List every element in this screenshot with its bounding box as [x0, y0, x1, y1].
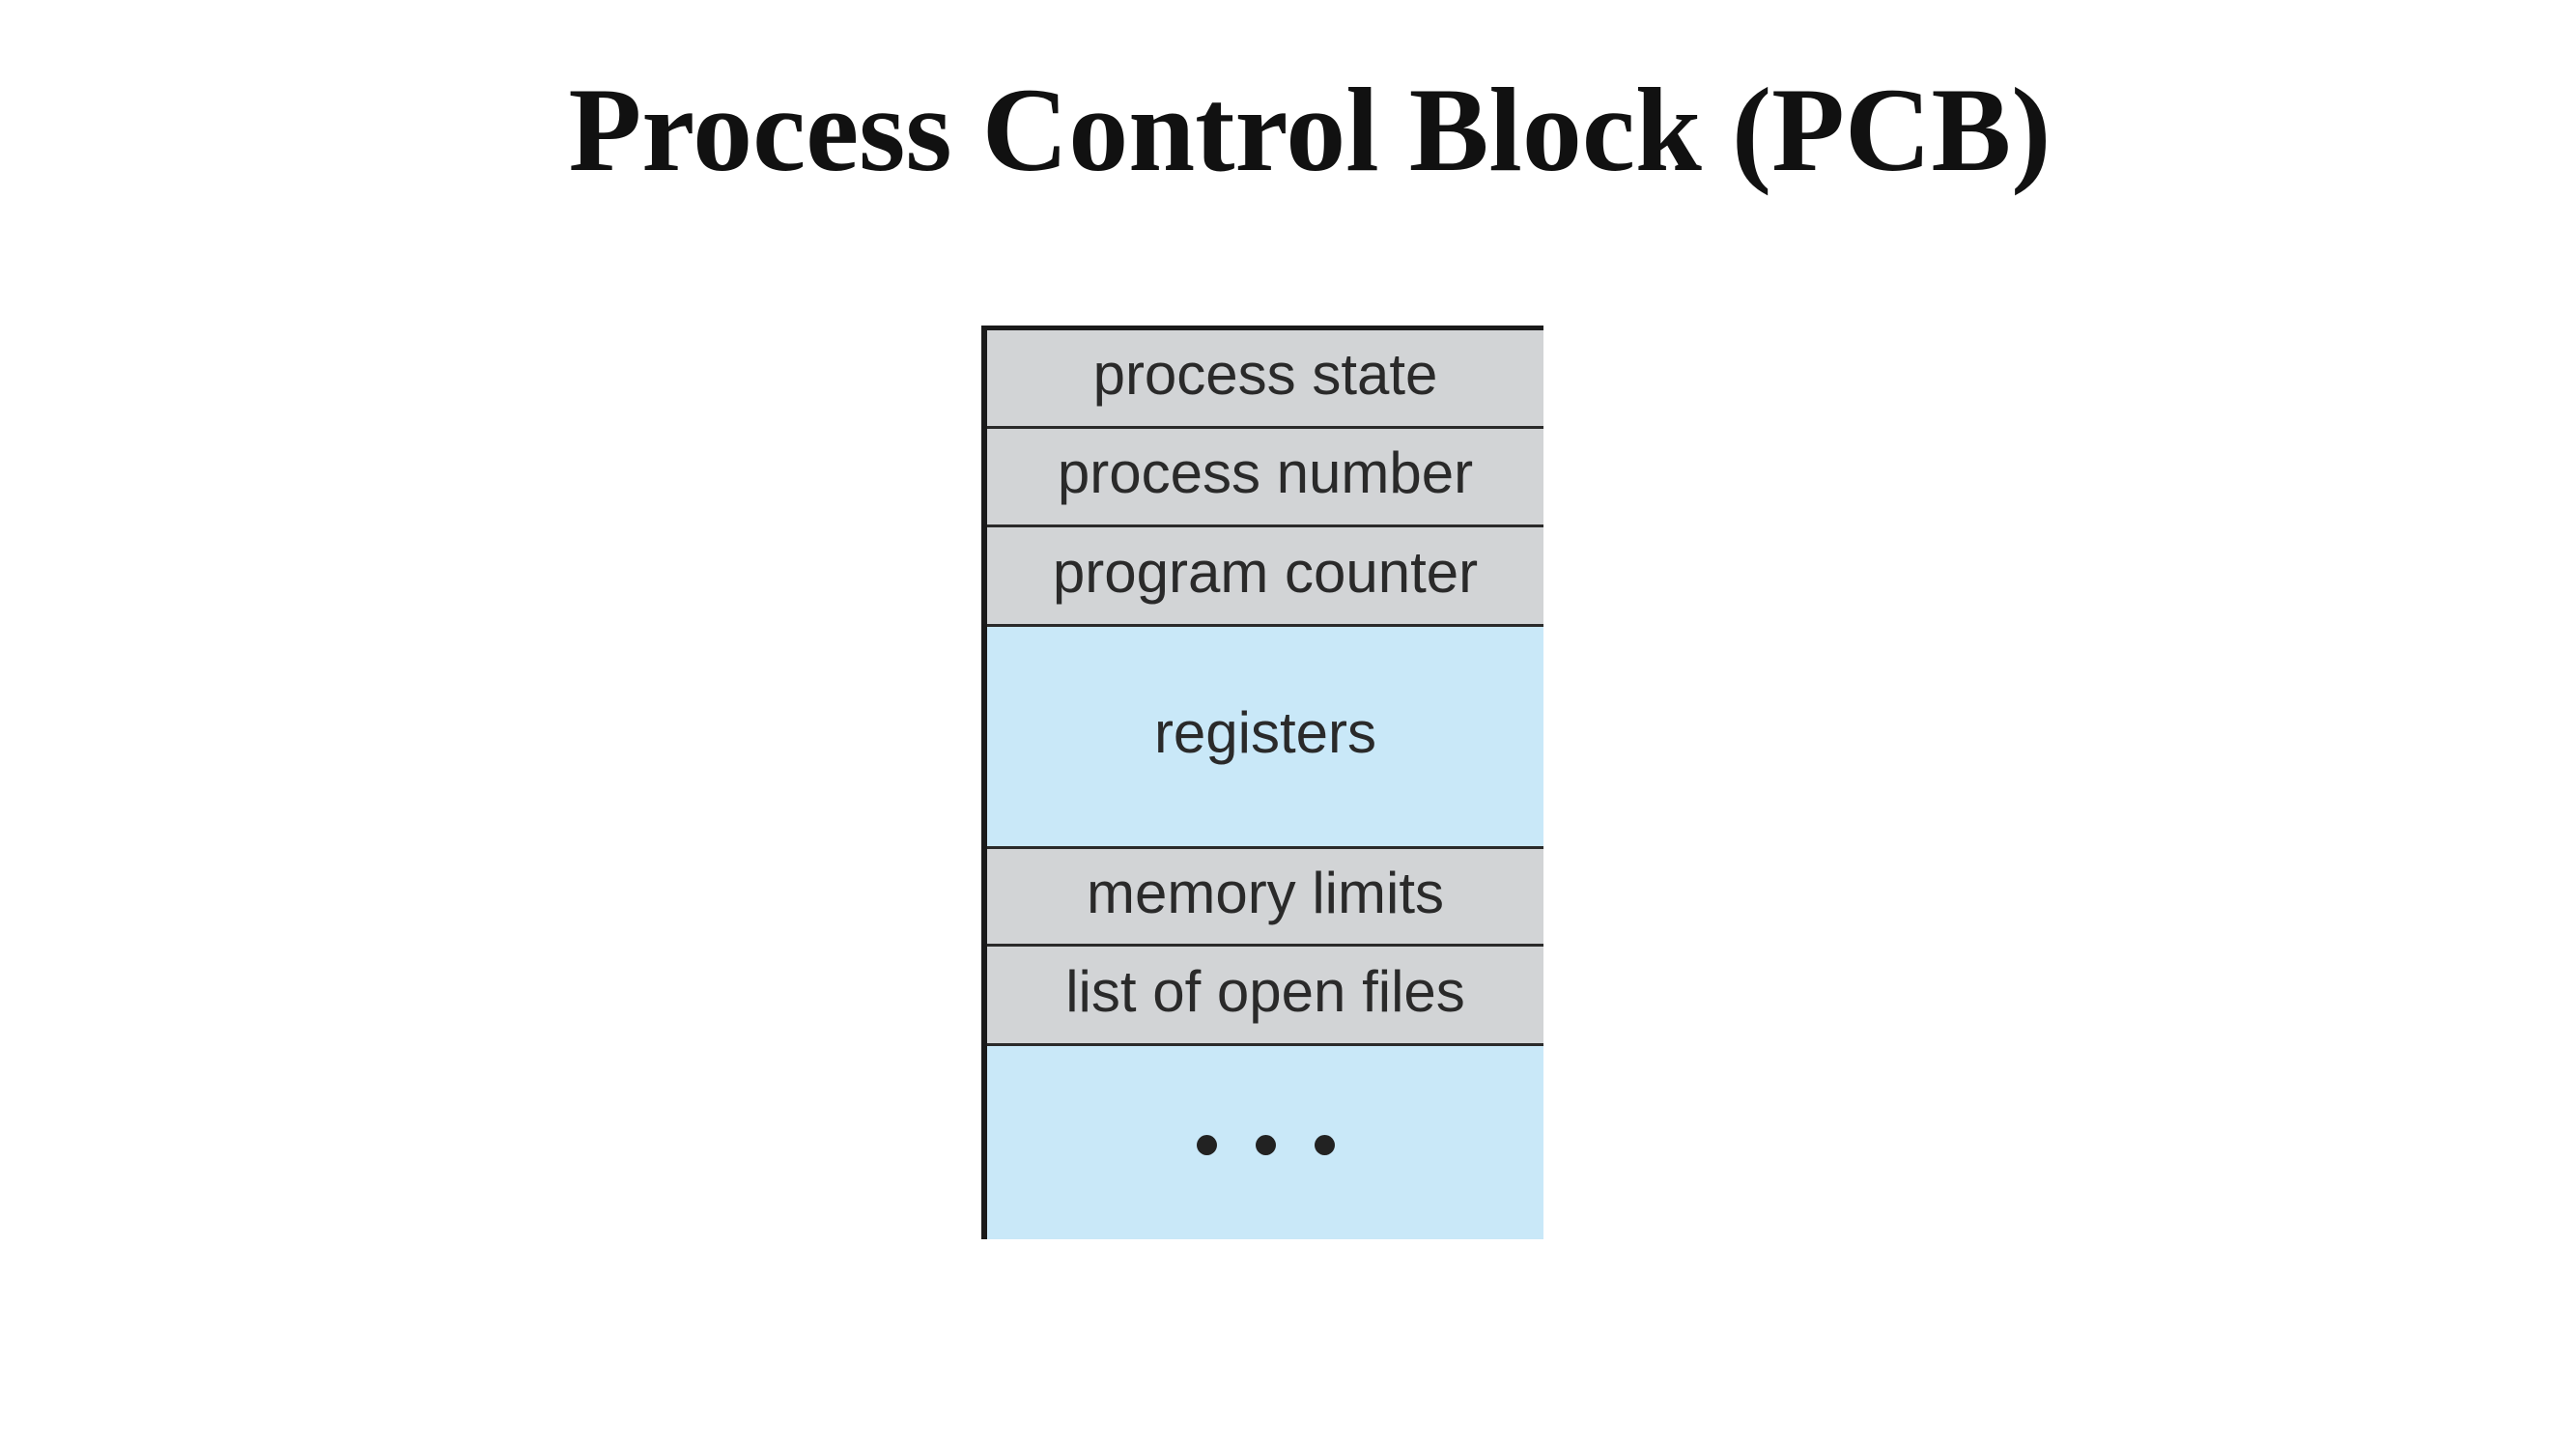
pcb-field-program-counter: program counter	[987, 527, 1543, 627]
pcb-field-label: registers	[1153, 700, 1377, 765]
dot-icon	[1255, 1134, 1276, 1155]
pcb-field-open-files: list of open files	[987, 947, 1543, 1046]
pcb-field-label: program counter	[1052, 539, 1479, 605]
pcb-field-process-number: process number	[987, 429, 1543, 527]
pcb-field-continuation	[987, 1046, 1543, 1239]
dot-icon	[1314, 1134, 1335, 1155]
pcb-field-label: list of open files	[1065, 958, 1465, 1024]
slide-title: Process Control Block (PCB)	[568, 64, 2052, 196]
pcb-field-registers: registers	[987, 627, 1543, 849]
dot-icon	[1196, 1134, 1217, 1155]
pcb-diagram: process state process number program cou…	[981, 326, 1543, 1239]
pcb-field-label: process state	[1092, 342, 1438, 407]
pcb-field-memory-limits: memory limits	[987, 849, 1543, 947]
pcb-field-process-state: process state	[987, 330, 1543, 429]
pcb-field-label: memory limits	[1087, 860, 1444, 925]
pcb-field-label: process number	[1057, 440, 1474, 505]
ellipsis-dots	[1196, 1134, 1335, 1155]
